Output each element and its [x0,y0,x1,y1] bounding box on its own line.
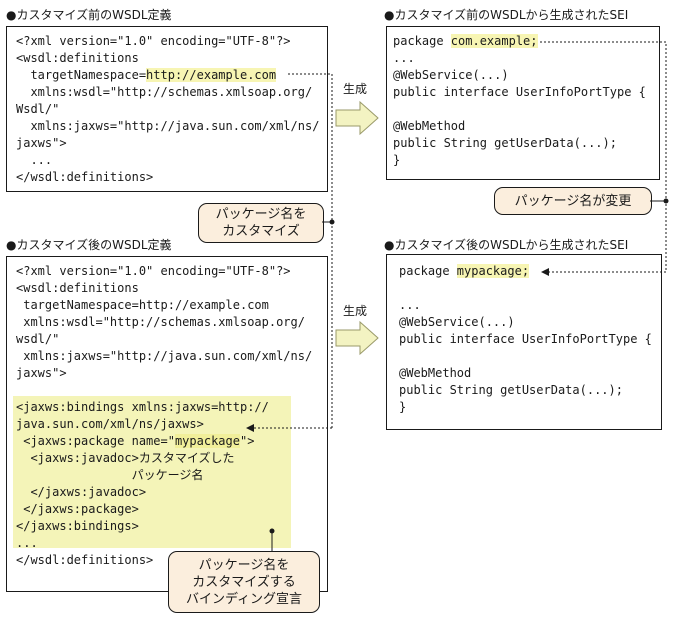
code-line: targetNamespace= [16,68,147,82]
after-sei-code: package mypackage; ... @WebService(...) … [399,263,652,416]
before-sei-box: package com.example; ... @WebService(...… [386,26,660,180]
code-line: <jaxws:bindings xmlns:jaxws=http:// [16,400,269,414]
code-line: <jaxws:package name=" [16,434,175,448]
code-line: </wsdl:definitions> [16,553,154,567]
code-line: package [393,34,451,48]
before-wsdl-title: ●カスタマイズ前のWSDL定義 [6,8,172,22]
package-highlight: com.example; [450,34,538,48]
code-line: public interface UserInfoPortType { [399,332,652,346]
code-line: Wsdl/" [16,102,60,116]
binding-code: <jaxws:bindings xmlns:jaxws=http:// java… [16,399,269,569]
code-line: targetNamespace=http://example.com [16,298,269,312]
code-line: <?xml version="1.0" encoding="UTF-8"?> [16,264,291,278]
after-wsdl-box: <?xml version="1.0" encoding="UTF-8"?> <… [6,256,328,592]
code-line: wsdl/" [16,332,60,346]
after-sei-title: ●カスタマイズ後のWSDLから生成されたSEI [384,238,629,252]
binding-declaration-area [13,396,291,548]
code-line: jaxws"> [16,366,67,380]
code-line: </jaxws:javadoc> [16,485,147,499]
before-wsdl-box: <?xml version="1.0" encoding="UTF-8"?> <… [6,26,328,192]
code-line: ... [393,51,415,65]
code-line: jaxws"> [16,136,67,150]
after-wsdl-title: ●カスタマイズ後のWSDL定義 [6,238,172,252]
generate-arrow-bottom [335,320,379,356]
package-highlight: mypackage; [456,264,530,278]
code-line: xmlns:wsdl="http://schemas.xmlsoap.org/ [16,85,313,99]
code-line: <wsdl:definitions [16,51,139,65]
code-line: @WebService(...) [399,315,515,329]
package-changed-callout: パッケージ名が変更 [494,187,652,215]
after-wsdl-code: <?xml version="1.0" encoding="UTF-8"?> <… [16,263,312,382]
code-line: </jaxws:package> [16,502,139,516]
code-line: public String getUserData(...); [393,136,617,150]
code-line: java.sun.com/xml/ns/jaxws> [16,417,204,431]
code-line: </wsdl:definitions> [16,170,154,184]
code-line: xmlns:jaxws="http://java.sun.com/xml/ns/ [16,119,320,133]
code-line: public String getUserData(...); [399,383,623,397]
before-wsdl-code: <?xml version="1.0" encoding="UTF-8"?> <… [16,33,319,186]
callout-dot [663,198,669,204]
code-line: <?xml version="1.0" encoding="UTF-8"?> [16,34,291,48]
before-sei-code: package com.example; ... @WebService(...… [393,33,646,169]
code-line: } [399,400,407,414]
code-line: ... [399,298,421,312]
before-sei-title: ●カスタマイズ前のWSDLから生成されたSEI [384,8,629,22]
generate-label-top: 生成 [343,82,368,96]
code-line: @WebMethod [393,119,466,133]
target-namespace-highlight: http://example.com [146,68,277,82]
code-line: @WebMethod [399,366,472,380]
code-line: "> [239,434,255,448]
binding-declaration-callout: パッケージ名を カスタマイズする バインディング宣言 [168,551,320,613]
code-line: public interface UserInfoPortType { [393,85,646,99]
code-line: ... [16,536,38,550]
mypackage-highlight: mypackage [174,434,240,448]
code-line: } [393,153,401,167]
after-sei-box: package mypackage; ... @WebService(...) … [386,254,662,430]
code-line: <wsdl:definitions [16,281,139,295]
code-line: ... [16,153,53,167]
code-line: パッケージ名 [16,468,204,482]
code-line: xmlns:wsdl="http://schemas.xmlsoap.org/ [16,315,305,329]
generate-label-bottom: 生成 [343,304,368,318]
code-line: @WebService(...) [393,68,509,82]
generate-arrow-top [335,100,379,136]
code-line: </jaxws:bindings> [16,519,139,533]
callout-dot [329,219,335,225]
code-line: <jaxws:javadoc>カスタマイズした [16,451,235,465]
customize-package-callout: パッケージ名を カスタマイズ [198,203,324,243]
code-line: xmlns:jaxws="http://java.sun.com/xml/ns/ [16,349,313,363]
code-line: package [399,264,457,278]
